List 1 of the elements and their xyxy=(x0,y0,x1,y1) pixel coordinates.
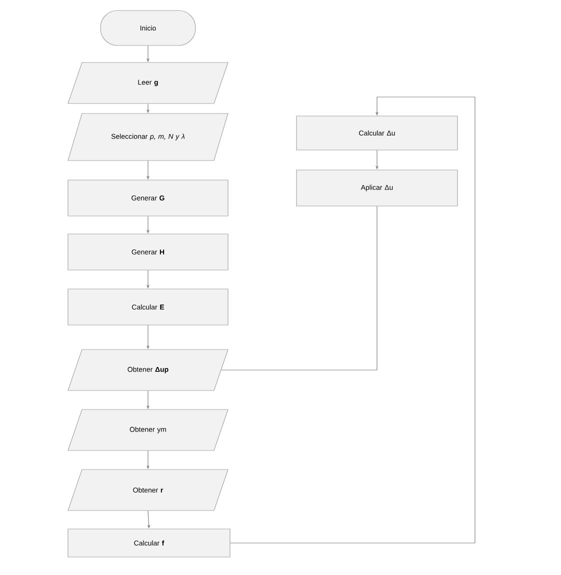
arrow xyxy=(230,96,476,544)
